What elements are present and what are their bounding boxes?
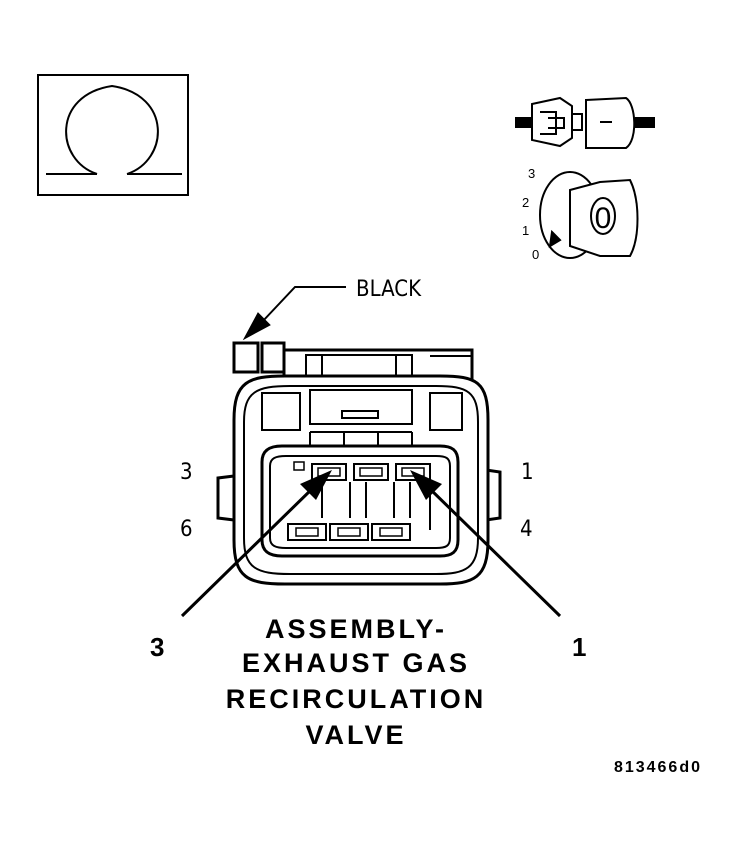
callout-number-left: 3: [150, 632, 164, 662]
component-name: ASSEMBLY- EXHAUST GAS RECIRCULATION VALV…: [226, 614, 486, 750]
ignition-position-3: 3: [528, 166, 535, 181]
callout-leader-left: [180, 470, 332, 618]
figure-id: 813466d0: [614, 759, 702, 776]
disconnected-connector-icon: [515, 96, 655, 149]
component-name-line-2: EXHAUST GAS: [242, 648, 470, 678]
component-name-line-1: ASSEMBLY-: [265, 614, 447, 644]
ignition-positions: 3 2 1 0: [522, 166, 539, 262]
ignition-key-icon: [539, 171, 639, 259]
cavity-label-1: 1: [521, 460, 534, 485]
ignition-key-position-label: 0: [595, 202, 612, 235]
color-label-leader: [242, 286, 346, 341]
connector-color-label: BLACK: [356, 277, 422, 302]
component-name-line-3: RECIRCULATION: [226, 684, 486, 714]
cavity-label-3: 3: [180, 460, 193, 485]
cavity-label-4: 4: [520, 517, 533, 542]
callout-number-right: 1: [572, 632, 586, 662]
ignition-position-1: 1: [522, 223, 529, 238]
ohmmeter-symbol: [37, 74, 189, 196]
ignition-position-0: 0: [532, 247, 539, 262]
ohm-symbol-icon: [65, 84, 159, 175]
cavity-label-6: 6: [180, 517, 193, 542]
ignition-position-2: 2: [522, 195, 529, 210]
connector-face: [216, 341, 502, 586]
callout-leader-right: [410, 470, 562, 618]
component-name-line-4: VALVE: [305, 720, 406, 750]
